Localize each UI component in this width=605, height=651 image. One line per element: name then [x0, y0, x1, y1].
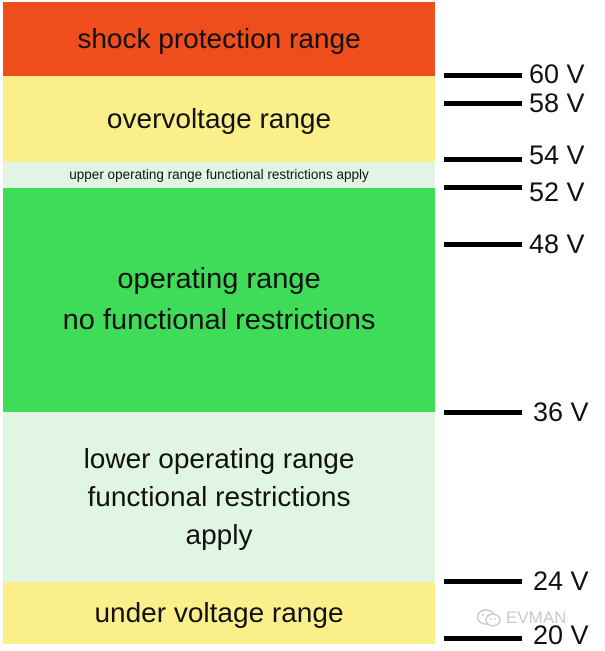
wechat-logo-icon: [476, 609, 501, 627]
tick-48v: [444, 242, 522, 247]
voltage-label-48v: 48 V: [529, 229, 585, 259]
tick-24v: [444, 579, 522, 584]
operating-range-band: operating range no functional restrictio…: [3, 188, 435, 412]
under-voltage-band: under voltage range: [3, 582, 435, 644]
upper-operating-band: upper operating range functional restric…: [3, 162, 435, 188]
operating-range-label: operating range no functional restrictio…: [62, 263, 376, 336]
tick-60v: [444, 73, 522, 78]
shock-protection-label: shock protection range: [77, 22, 361, 54]
voltage-label-60v: 60 V: [529, 59, 585, 89]
watermark: EVMAN: [476, 608, 566, 628]
under-voltage-label: under voltage range: [94, 596, 344, 628]
voltage-label-24v: 24 V: [533, 566, 589, 596]
voltage-label-20v: 20 V: [533, 620, 589, 650]
watermark-text: EVMAN: [506, 608, 567, 627]
lower-operating-label: lower operating range functional restric…: [83, 443, 355, 550]
voltage-label-36v: 36 V: [533, 397, 589, 427]
overvoltage-band: overvoltage range: [3, 76, 435, 162]
lower-operating-band: lower operating range functional restric…: [3, 412, 435, 582]
tick-54v: [444, 157, 522, 162]
tick-58v: [444, 101, 522, 106]
voltage-label-58v: 58 V: [529, 88, 585, 118]
tick-36v: [444, 410, 522, 415]
voltage-label-52v: 52 V: [529, 177, 585, 207]
overvoltage-label: overvoltage range: [106, 102, 332, 134]
tick-20v: [444, 636, 522, 641]
tick-52v: [444, 185, 522, 190]
voltage-label-54v: 54 V: [529, 140, 585, 170]
upper-operating-label: upper operating range functional restric…: [69, 167, 369, 183]
shock-protection-band: shock protection range: [3, 2, 435, 76]
